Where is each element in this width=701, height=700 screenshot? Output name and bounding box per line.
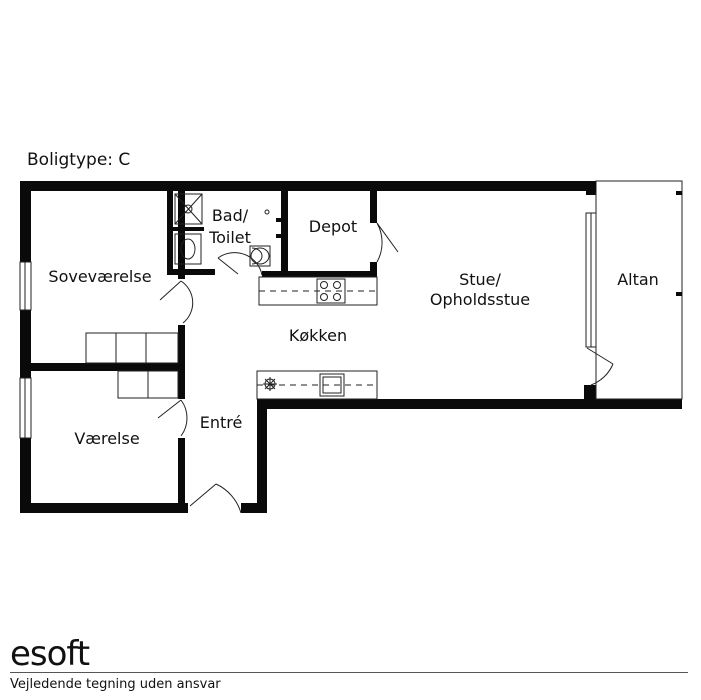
plan-title: Boligtype: C bbox=[27, 150, 131, 170]
wall-entre-right bbox=[257, 399, 267, 513]
wall-bottom-left bbox=[20, 503, 188, 513]
wall-bath-left bbox=[167, 191, 173, 273]
room-entré: Entré bbox=[200, 413, 243, 432]
altan-post-top bbox=[676, 191, 682, 195]
room-opholdsstue: Opholdsstue bbox=[430, 290, 530, 309]
wall-bedroom-right-b bbox=[178, 325, 185, 399]
altan-post-mid bbox=[676, 292, 682, 296]
wall-bath-notch2 bbox=[276, 234, 281, 238]
wall-bath-shower bbox=[167, 227, 204, 231]
altan-bottom bbox=[586, 399, 682, 409]
door-altan bbox=[586, 347, 614, 386]
altan-outline bbox=[595, 180, 683, 400]
esoft-logo: esoft bbox=[10, 634, 90, 674]
room-stue: Stue/ bbox=[459, 270, 501, 289]
footer-disclaimer: Vejledende tegning uden ansvar bbox=[10, 677, 221, 692]
room-værelse: Værelse bbox=[74, 429, 139, 448]
sink bbox=[319, 373, 345, 397]
room-altan: Altan bbox=[617, 270, 659, 289]
wall-depot-bottom bbox=[281, 271, 377, 277]
altan-top-wall bbox=[586, 181, 596, 191]
wall-bedroom-divider bbox=[31, 363, 181, 371]
kitchen-counters bbox=[256, 276, 378, 400]
room-toilet: Toilet bbox=[208, 228, 251, 247]
wall-bottom-main bbox=[257, 399, 596, 409]
wall-bottom-entre bbox=[241, 503, 267, 513]
lamp-icon bbox=[264, 209, 270, 215]
room-bad: Bad/ bbox=[212, 206, 249, 225]
wall-left bbox=[20, 181, 31, 513]
door-entre bbox=[189, 483, 242, 514]
washbasin bbox=[174, 233, 202, 265]
doors bbox=[157, 222, 614, 514]
wardrobes bbox=[85, 332, 179, 399]
windows bbox=[19, 212, 597, 439]
wall-bedroom-right-a bbox=[178, 191, 185, 279]
walls bbox=[20, 180, 683, 513]
wall-bath-bottom bbox=[167, 269, 215, 275]
room-soveværelse: Soveværelse bbox=[48, 267, 151, 286]
wall-bath-depot bbox=[281, 191, 288, 277]
wall-depot-right bbox=[370, 191, 377, 223]
wall-vaerelse-right bbox=[178, 438, 185, 513]
wall-bath-notch bbox=[276, 218, 281, 222]
door-vaerelse bbox=[157, 399, 188, 437]
wall-depot-right-b bbox=[370, 262, 377, 277]
door-bath bbox=[217, 252, 263, 276]
wall-top bbox=[20, 181, 596, 191]
hob bbox=[316, 278, 346, 304]
shower bbox=[174, 193, 203, 225]
bathroom-fixtures bbox=[174, 193, 271, 267]
toilet bbox=[249, 245, 271, 267]
footer-divider bbox=[10, 672, 688, 673]
door-depot bbox=[376, 222, 399, 263]
room-køkken: Køkken bbox=[289, 326, 347, 345]
wall-bath-bottom-r bbox=[262, 271, 288, 277]
door-bedroom bbox=[159, 280, 194, 324]
room-depot: Depot bbox=[309, 217, 357, 236]
